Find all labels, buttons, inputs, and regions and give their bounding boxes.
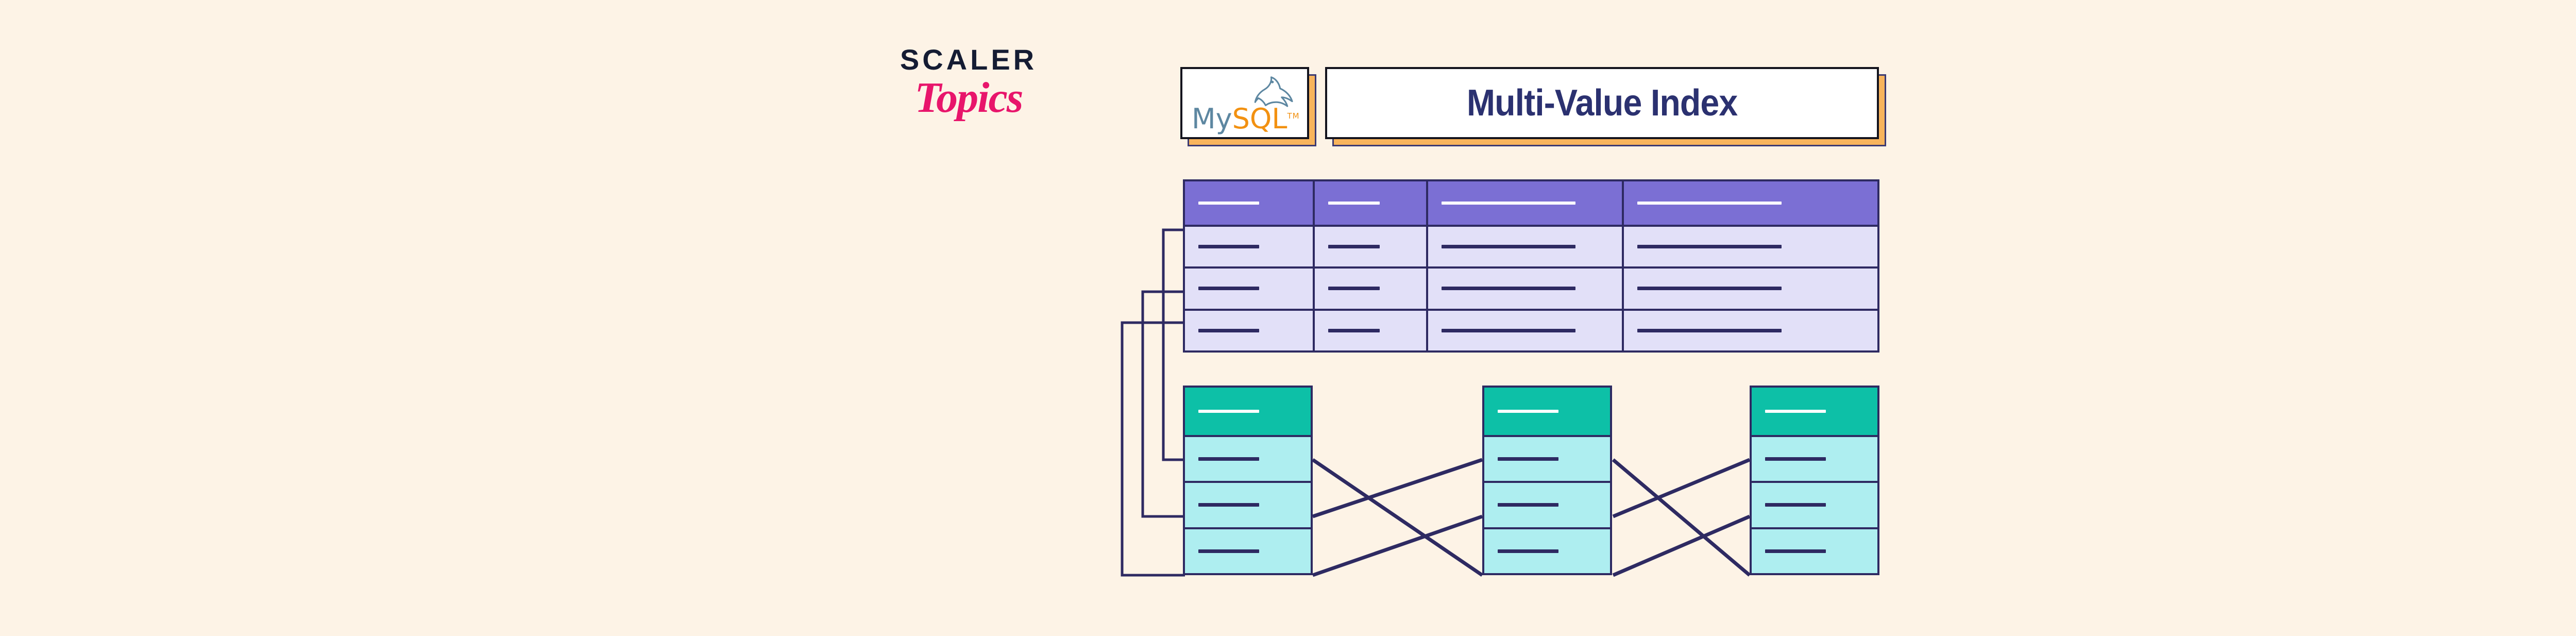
cell [1752,483,1877,527]
base-table[interactable] [1183,179,1879,353]
bracket-row-1-to-index-1 [1162,228,1185,461]
cell [1624,311,1877,350]
cell-placeholder [1198,457,1259,461]
header-placeholder [1498,410,1558,413]
index-table-header-row [1185,388,1311,437]
cell [1315,227,1428,267]
title-banner: Multi-Value Index [1325,67,1879,139]
link-t2r2-to-t3r1 [1612,458,1751,518]
header-cell-2 [1315,181,1428,225]
link-t1r1-to-t2r2 [1312,458,1483,577]
scaler-topics-logo: SCALER Topics [891,45,1046,143]
cell-placeholder [1637,328,1782,332]
cell-placeholder [1498,549,1558,553]
list-item[interactable] [1752,529,1877,573]
list-item[interactable] [1752,437,1877,483]
index-table-2[interactable] [1482,386,1612,575]
cell-placeholder [1198,549,1259,553]
cell [1185,529,1311,573]
cell-placeholder [1198,287,1259,291]
cell [1185,227,1315,267]
logo-scaler-text: SCALER [900,43,1038,76]
bracket-row-3-to-index-3 [1121,321,1185,577]
header-placeholder [1765,410,1826,413]
header-cell-1 [1185,181,1315,225]
header-placeholder-3 [1442,202,1575,205]
link-t1r2-to-t2r1 [1312,458,1483,518]
list-item[interactable] [1484,529,1610,573]
mysql-word-my: My [1192,103,1232,135]
header-cell-4 [1624,181,1877,225]
cell-placeholder [1498,503,1558,507]
link-t2r1-to-t3r2 [1612,458,1751,577]
cell-placeholder [1498,457,1558,461]
cell [1185,483,1311,527]
link-t2r3-to-t3r2 [1612,514,1751,577]
cell [1428,310,1624,350]
link-t1r3-to-t2r2 [1312,514,1483,577]
cell [1484,483,1610,527]
header-placeholder-1 [1198,202,1259,205]
list-item[interactable] [1484,483,1610,529]
header-placeholder-2 [1328,202,1380,205]
cell [1484,437,1610,481]
table-row[interactable] [1185,227,1877,269]
cell-placeholder [1198,245,1259,249]
list-item[interactable] [1185,437,1311,483]
bracket-row-2-to-index-2 [1141,290,1185,518]
cell [1624,227,1877,266]
header-placeholder-4 [1637,202,1782,205]
cell [1428,269,1624,309]
mysql-word-sql: SQL [1232,103,1287,135]
cell [1185,310,1315,350]
header-placeholder [1198,410,1259,413]
list-item[interactable] [1752,483,1877,529]
cell [1315,269,1428,309]
cell-placeholder [1637,287,1782,291]
cell-placeholder [1328,328,1380,332]
cell [1752,529,1877,573]
table-row[interactable] [1185,310,1877,350]
header-cell-3 [1428,181,1624,225]
base-table-header-row [1185,181,1877,227]
index-table-header-row [1752,388,1877,437]
list-item[interactable] [1185,483,1311,529]
cell [1428,227,1624,267]
cell-placeholder [1328,287,1380,291]
cell-placeholder [1765,457,1826,461]
list-item[interactable] [1484,437,1610,483]
cell-placeholder [1765,549,1826,553]
table-row[interactable] [1185,269,1877,311]
cell-placeholder [1765,503,1826,507]
cell [1315,310,1428,350]
logo-topics-text: Topics [914,74,1024,122]
cell-placeholder [1442,287,1575,291]
mysql-trademark: TM [1287,111,1300,121]
cell-placeholder [1198,503,1259,507]
page-title: Multi-Value Index [1466,82,1738,124]
cell [1185,269,1315,309]
index-table-3[interactable] [1750,386,1879,575]
list-item[interactable] [1185,529,1311,573]
cell [1752,437,1877,481]
index-table-1[interactable] [1183,386,1313,575]
mysql-wordmark: MySQLTM [1192,105,1300,133]
cell-placeholder [1198,328,1259,332]
cell-placeholder [1328,245,1380,249]
dolphin-icon [1254,76,1293,107]
cell [1484,529,1610,573]
cell [1624,269,1877,308]
cell-placeholder [1637,245,1782,249]
cell-placeholder [1442,328,1575,332]
header-cell [1484,388,1610,435]
cell-placeholder [1442,245,1575,249]
cell [1185,437,1311,481]
header-cell [1752,388,1877,435]
index-table-header-row [1484,388,1610,437]
header-cell [1185,388,1311,435]
mysql-logo-box: MySQLTM [1180,67,1309,139]
